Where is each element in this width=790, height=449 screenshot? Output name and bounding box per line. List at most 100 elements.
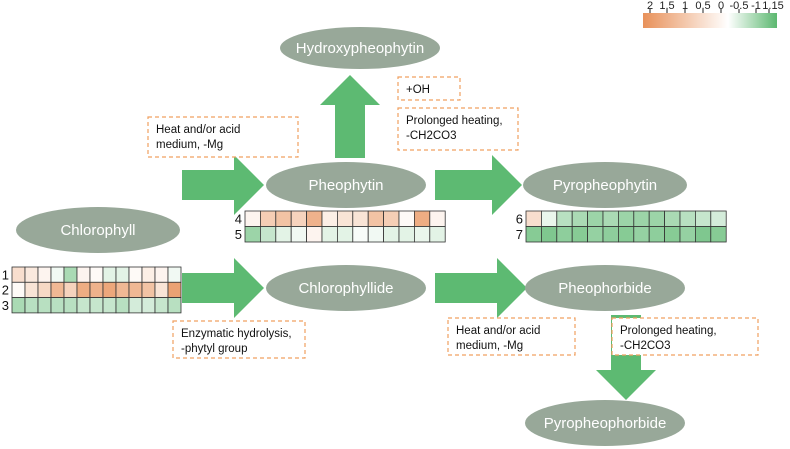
heatmap-cell xyxy=(664,210,681,227)
legend-tick-label: 0 xyxy=(718,0,724,12)
heatmap-cell xyxy=(128,281,143,298)
heatmap-cell xyxy=(383,210,400,227)
note-line: Prolonged heating, xyxy=(620,325,717,337)
heatmap-cell xyxy=(141,297,156,314)
heatmap-cell xyxy=(367,210,385,227)
node-pheophorbide: Pheophorbide xyxy=(525,265,685,311)
arrow-to-pheophorbide xyxy=(435,258,527,318)
heatmap-row-label: 6 xyxy=(516,212,523,227)
legend-tick-label: 1.5 xyxy=(659,0,674,12)
heatmap-cell xyxy=(695,226,712,243)
heatmap-cell xyxy=(633,210,650,227)
note-line: medium, -Mg xyxy=(456,340,523,352)
heatmap-cell xyxy=(89,281,104,298)
heatmap-row-label: 1 xyxy=(2,267,9,282)
node-label: Pheophytin xyxy=(308,177,383,194)
node-pheophytin: Pheophytin xyxy=(266,162,426,208)
heatmap-cell xyxy=(102,281,117,298)
heatmap-cell xyxy=(306,210,323,227)
heatmap-cell xyxy=(115,281,130,298)
legend-tick-label: 0.5 xyxy=(695,0,710,12)
heatmap-cell xyxy=(602,210,619,227)
heatmap-cell xyxy=(664,226,681,243)
heatmap-cell xyxy=(102,266,117,283)
heatmap-cell xyxy=(571,210,589,227)
heatmap-cell xyxy=(89,297,104,314)
heatmap-cell xyxy=(141,266,156,283)
heatmap-row-label: 3 xyxy=(2,298,9,313)
heatmap-cell xyxy=(63,281,78,298)
node-pyropheophytin: Pyropheophytin xyxy=(523,162,687,208)
heatmap-2: 45 xyxy=(235,210,446,243)
heatmap-cell xyxy=(115,297,130,314)
heatmap-cell xyxy=(259,226,277,243)
heatmap-cell xyxy=(244,210,261,227)
heatmap-cell xyxy=(63,297,78,314)
node-label: Pyropheophytin xyxy=(553,177,657,194)
node-hydroxypheophytin: Hydroxypheophytin xyxy=(280,27,440,69)
node-label: Pheophorbide xyxy=(558,280,651,297)
note-line: -CH2CO3 xyxy=(620,340,670,352)
heatmap-cell xyxy=(141,281,156,298)
heatmap-cell xyxy=(618,226,635,243)
node-chlorophyllide: Chlorophyllide xyxy=(266,265,426,311)
heatmap-cell xyxy=(556,226,573,243)
heatmap-cell xyxy=(167,297,182,314)
heatmap-cell xyxy=(167,281,182,298)
heatmap-cell xyxy=(587,226,604,243)
heatmap-cell xyxy=(63,266,78,283)
heatmap-cell xyxy=(306,226,323,243)
note-line: Prolonged heating, xyxy=(406,115,503,127)
note-line: +OH xyxy=(406,84,430,96)
node-label: Chlorophyll xyxy=(60,222,135,239)
heatmap-cell xyxy=(24,297,39,314)
legend-tick-label: -1 xyxy=(751,0,761,12)
heatmap-cell xyxy=(648,226,666,243)
heatmap-cell xyxy=(167,266,182,283)
heatmap-1: 123 xyxy=(2,266,182,314)
note-line: -phytyl group xyxy=(181,343,247,355)
heatmap-row-label: 4 xyxy=(235,212,242,227)
heatmap-cell xyxy=(76,266,91,283)
heatmap-cell xyxy=(352,210,369,227)
heatmap-cell xyxy=(398,226,415,243)
heatmap-cell xyxy=(128,266,143,283)
heatmap-cell xyxy=(290,210,308,227)
heatmap-cell xyxy=(633,226,650,243)
heatmap-cell xyxy=(37,297,52,314)
heatmap-cell xyxy=(154,297,169,314)
heatmap-cell xyxy=(76,297,91,314)
heatmap-cell xyxy=(618,210,635,227)
heatmap-cell xyxy=(244,226,261,243)
note-line: Heat and/or acid xyxy=(156,124,240,136)
note-line: Heat and/or acid xyxy=(456,325,540,337)
heatmap-cell xyxy=(602,226,619,243)
heatmap-row-label: 2 xyxy=(2,283,9,298)
arrow-to-pheophytin xyxy=(182,155,264,215)
heatmap-cell xyxy=(154,266,169,283)
heatmap-cell xyxy=(413,210,431,227)
heatmap-cell xyxy=(11,297,26,314)
heatmap-cell xyxy=(710,226,727,243)
heatmap-cell xyxy=(398,210,415,227)
note-line: Enzymatic hydrolysis, xyxy=(181,328,292,340)
heatmap-cell xyxy=(525,226,542,243)
heatmap-cell xyxy=(336,226,354,243)
heatmap-cell xyxy=(336,210,354,227)
heatmap-cell xyxy=(102,297,117,314)
heatmap-cell xyxy=(275,210,292,227)
arrow-to-hydroxypheophytin xyxy=(320,75,380,158)
heatmap-cell xyxy=(679,226,696,243)
heatmap-cell xyxy=(525,210,542,227)
node-chlorophyll: Chlorophyll xyxy=(16,207,180,253)
heatmap-cell xyxy=(115,266,130,283)
legend-tick-label: -0.5 xyxy=(730,0,749,12)
heatmap-row-label: 5 xyxy=(235,227,242,242)
heatmap-cell xyxy=(24,266,39,283)
heatmap-cell xyxy=(290,226,308,243)
heatmap-cell xyxy=(556,210,573,227)
note-oh: +OH xyxy=(397,76,461,101)
heatmap-cell xyxy=(352,226,369,243)
